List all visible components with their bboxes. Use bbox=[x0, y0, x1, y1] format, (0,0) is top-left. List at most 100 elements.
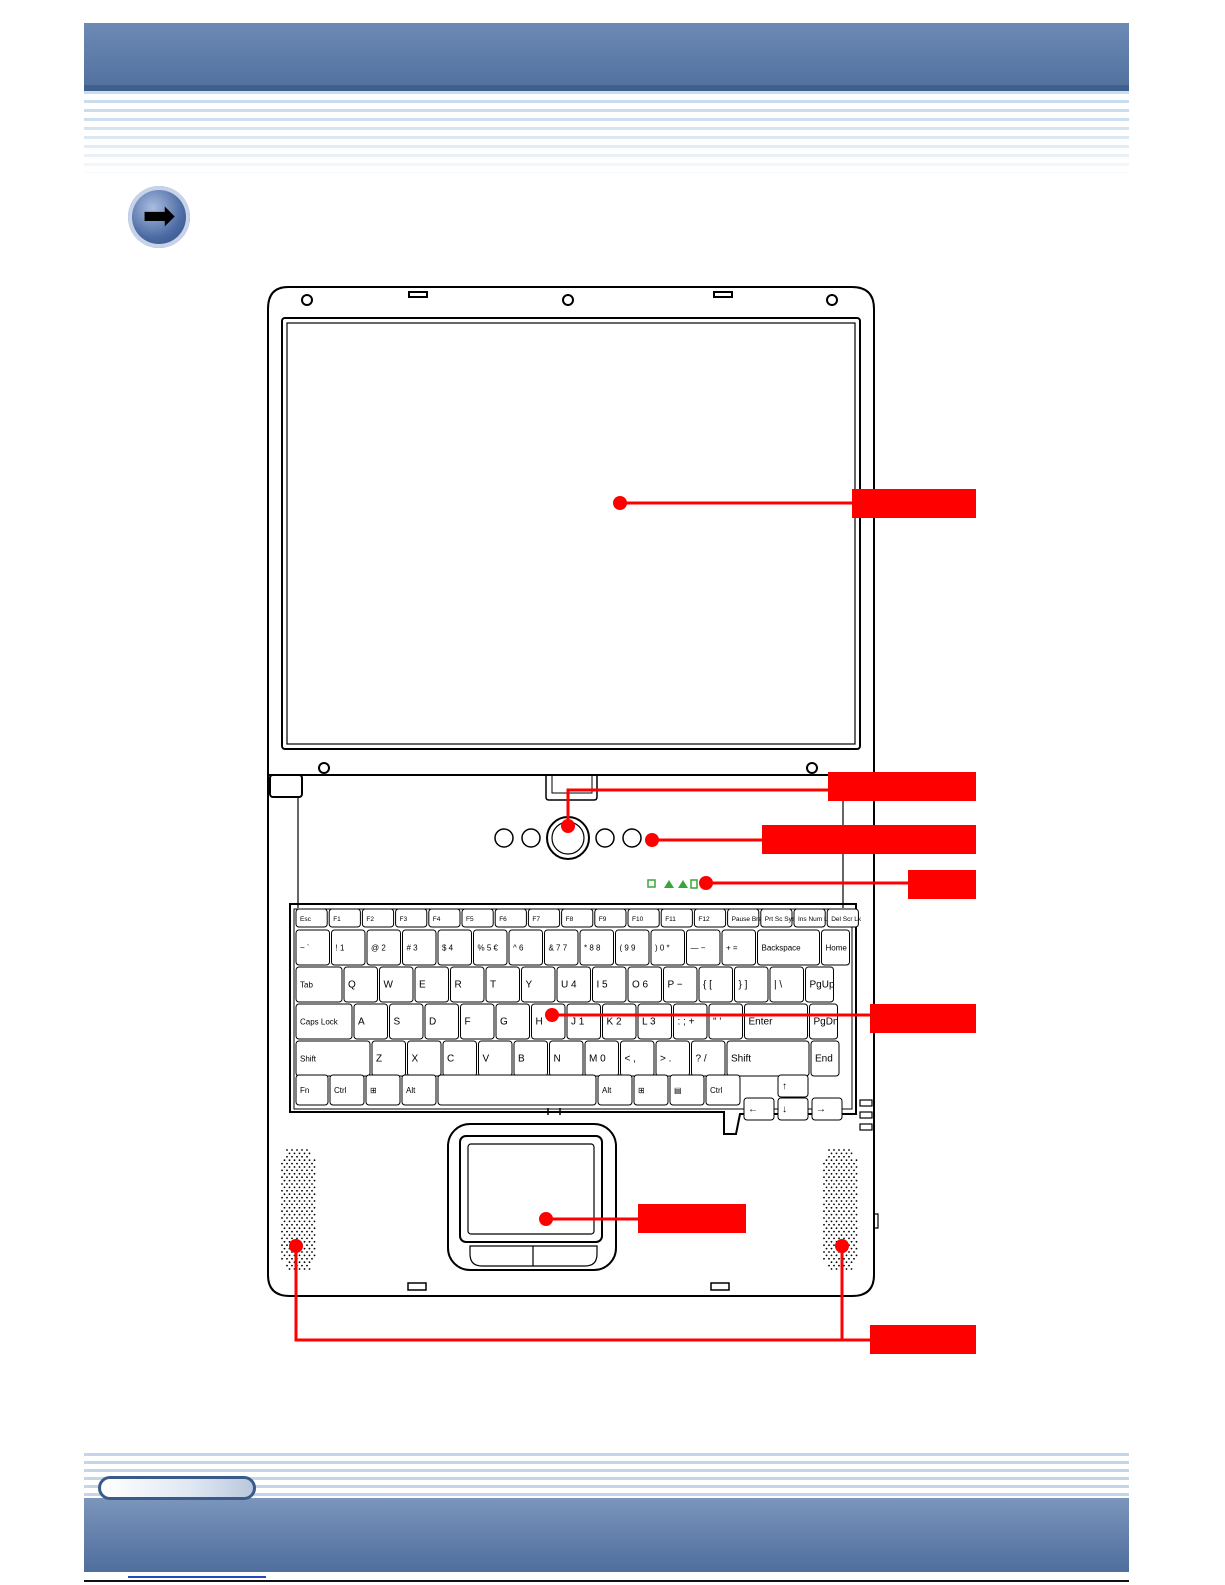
keyboard-key[interactable]: Ctrl bbox=[329, 1074, 365, 1106]
keyboard-key[interactable]: C bbox=[442, 1040, 477, 1077]
keyboard-key[interactable]: — − bbox=[686, 929, 721, 966]
speaker-hole bbox=[853, 1217, 855, 1219]
keyboard-key[interactable]: Esc bbox=[295, 908, 328, 928]
keyboard-key[interactable]: F bbox=[460, 1003, 495, 1040]
keyboard-key[interactable]: ^ 6 bbox=[508, 929, 543, 966]
keyboard-key[interactable]: Backspace bbox=[757, 929, 820, 966]
keyboard-key[interactable]: M 0 bbox=[584, 1040, 619, 1077]
keyboard-key[interactable]: S bbox=[389, 1003, 424, 1040]
keyboard-key[interactable]: * 8 8 bbox=[579, 929, 614, 966]
keyboard-key[interactable]: Fn bbox=[295, 1074, 329, 1106]
page-number-pill bbox=[98, 1476, 256, 1500]
keyboard-key[interactable]: @ 2 bbox=[366, 929, 401, 966]
keyboard-key[interactable]: T bbox=[485, 966, 520, 1003]
keyboard-key[interactable]: F11 bbox=[660, 908, 693, 928]
keyboard-key[interactable]: Ins Num Lk bbox=[793, 908, 832, 928]
keyboard-key[interactable]: → bbox=[811, 1097, 843, 1121]
keyboard-key[interactable]: " ' bbox=[708, 1003, 743, 1040]
keyboard-key[interactable]: ⊞ bbox=[633, 1074, 669, 1106]
bottom-link-underline[interactable] bbox=[128, 1576, 266, 1578]
keyboard-key[interactable]: ← bbox=[743, 1097, 775, 1121]
key-label: ! 1 bbox=[336, 944, 345, 953]
keyboard-key[interactable]: ↓ bbox=[777, 1097, 809, 1121]
keyboard-key[interactable]: ↑ bbox=[777, 1074, 809, 1098]
speaker-hole bbox=[840, 1213, 843, 1216]
keyboard-key[interactable]: F5 bbox=[461, 908, 494, 928]
keyboard-key[interactable]: PgDn bbox=[809, 1003, 839, 1040]
keyboard-key[interactable]: & 7 7 bbox=[544, 929, 579, 966]
keyboard-key[interactable]: } ] bbox=[734, 966, 769, 1003]
keyboard-key[interactable]: Prt Sc SysRq bbox=[760, 908, 804, 928]
keyboard-key[interactable]: U 4 bbox=[556, 966, 591, 1003]
keyboard-key[interactable]: < , bbox=[620, 1040, 655, 1077]
keyboard-key[interactable]: F10 bbox=[627, 908, 660, 928]
keyboard-key[interactable]: # 3 bbox=[402, 929, 437, 966]
keyboard-key[interactable]: Del Scr Lk bbox=[826, 908, 862, 928]
keyboard-key[interactable]: Home bbox=[821, 929, 850, 966]
keyboard-key[interactable]: Shift bbox=[295, 1040, 371, 1077]
keyboard-key[interactable]: R bbox=[450, 966, 485, 1003]
keyboard-key[interactable]: { [ bbox=[698, 966, 733, 1003]
keyboard-key[interactable]: F7 bbox=[527, 908, 561, 928]
keyboard-key[interactable]: Y bbox=[521, 966, 556, 1003]
keyboard-key[interactable]: X bbox=[407, 1040, 442, 1077]
keyboard-key[interactable]: : ; + bbox=[673, 1003, 708, 1040]
keyboard-key[interactable]: > . bbox=[655, 1040, 690, 1077]
keyboard-key[interactable]: E bbox=[414, 966, 449, 1003]
keyboard-key[interactable]: + = bbox=[721, 929, 756, 966]
keyboard-key[interactable]: Q bbox=[343, 966, 378, 1003]
keyboard-key[interactable]: ( 9 9 bbox=[615, 929, 650, 966]
keyboard-key[interactable]: F1 bbox=[328, 908, 361, 928]
speaker-hole bbox=[303, 1240, 306, 1243]
keyboard-key[interactable]: Shift bbox=[726, 1040, 810, 1077]
keyboard-key[interactable]: Ctrl bbox=[705, 1074, 741, 1106]
keyboard-key[interactable]: F8 bbox=[561, 908, 594, 928]
keyboard-key[interactable]: A bbox=[353, 1003, 388, 1040]
keyboard-key[interactable]: F9 bbox=[594, 908, 627, 928]
keyboard-key[interactable]: F12 bbox=[693, 908, 727, 928]
keyboard-key[interactable]: ? / bbox=[691, 1040, 726, 1077]
keyboard-key[interactable]: W bbox=[379, 966, 414, 1003]
speaker-hole bbox=[288, 1172, 291, 1175]
keyboard-key[interactable]: D bbox=[424, 1003, 459, 1040]
speaker-hole bbox=[850, 1247, 853, 1250]
speaker-hole bbox=[288, 1206, 291, 1209]
speaker-hole bbox=[848, 1237, 850, 1240]
keyboard-key[interactable]: F3 bbox=[395, 908, 428, 928]
keyboard-key[interactable]: G bbox=[495, 1003, 530, 1040]
keyboard-key[interactable]: Pause Break bbox=[727, 908, 770, 928]
keyboard-key[interactable]: N bbox=[549, 1040, 584, 1077]
keyboard-key[interactable]: J 1 bbox=[566, 1003, 601, 1040]
key-label: F1 bbox=[333, 916, 341, 923]
keyboard-key[interactable]: Z bbox=[371, 1040, 406, 1077]
keyboard-key[interactable]: P − bbox=[663, 966, 698, 1003]
keyboard-key[interactable]: PgUp bbox=[805, 966, 835, 1003]
keyboard-key[interactable]: ▤ bbox=[669, 1074, 705, 1106]
speaker-hole bbox=[848, 1162, 850, 1165]
keyboard-key[interactable]: B bbox=[513, 1040, 548, 1077]
keyboard-key[interactable]: ) 0 * bbox=[650, 929, 685, 966]
keyboard-key[interactable]: ! 1 bbox=[331, 929, 366, 966]
keyboard-key[interactable]: End bbox=[810, 1040, 840, 1077]
speaker-hole bbox=[855, 1193, 858, 1196]
keyboard-key[interactable]: O 6 bbox=[627, 966, 662, 1003]
keyboard-key[interactable]: ~ ` bbox=[295, 929, 330, 966]
keyboard-key[interactable]: ⊞ bbox=[365, 1074, 401, 1106]
keyboard-key[interactable]: F2 bbox=[361, 908, 395, 928]
speaker-hole bbox=[311, 1162, 313, 1165]
keyboard-key[interactable]: F6 bbox=[494, 908, 527, 928]
keyboard-key[interactable]: % 5 € bbox=[473, 929, 508, 966]
keyboard-key[interactable]: Caps Lock bbox=[295, 1003, 353, 1040]
keyboard-key[interactable] bbox=[437, 1074, 597, 1106]
keyboard-key[interactable]: Enter bbox=[744, 1003, 808, 1040]
keyboard-key[interactable]: | \ bbox=[769, 966, 804, 1003]
keyboard-key[interactable]: $ 4 bbox=[437, 929, 472, 966]
keyboard-key[interactable]: F4 bbox=[428, 908, 461, 928]
keyboard-key[interactable]: L 3 bbox=[637, 1003, 672, 1040]
keyboard-key[interactable]: K 2 bbox=[602, 1003, 637, 1040]
keyboard-key[interactable]: V bbox=[478, 1040, 513, 1077]
keyboard-key[interactable]: Alt bbox=[597, 1074, 633, 1106]
keyboard-key[interactable]: Alt bbox=[401, 1074, 437, 1106]
keyboard-key[interactable]: I 5 bbox=[592, 966, 627, 1003]
keyboard-key[interactable]: Tab bbox=[295, 966, 343, 1003]
